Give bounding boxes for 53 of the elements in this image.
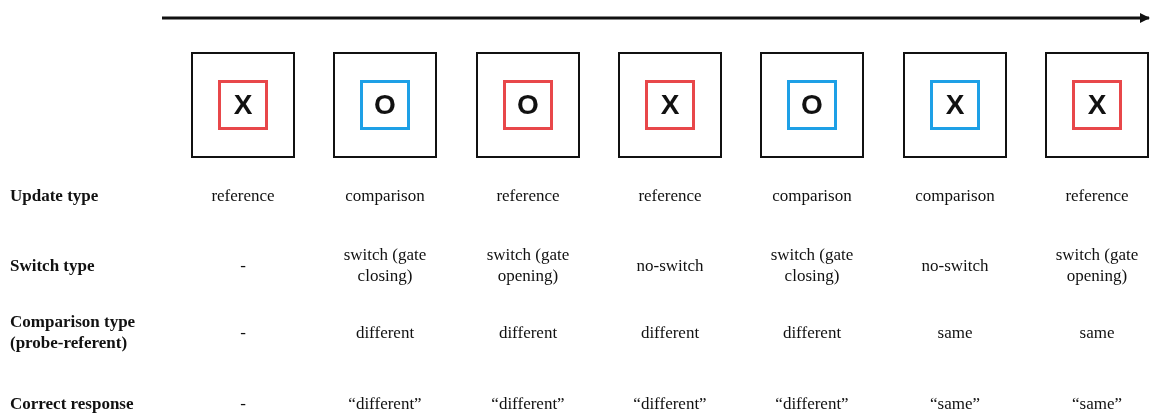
stimulus-square	[218, 80, 268, 130]
stimulus-letter: X	[660, 89, 680, 121]
stimulus-frame	[903, 52, 1007, 158]
table-cell-text: reference	[210, 184, 276, 206]
stimulus-frame	[476, 52, 580, 158]
stimulus-square	[1072, 80, 1122, 130]
table-cell-text: reference	[495, 184, 561, 206]
table-cell-text: “different”	[774, 392, 850, 414]
stimulus-frame	[760, 52, 864, 158]
table-cell-text: switch (gate closing)	[342, 244, 428, 286]
table-cell-text: “different”	[347, 392, 423, 414]
table-cell-text: switch (gate closing)	[769, 244, 855, 286]
stimulus-letter: O	[374, 89, 396, 121]
table-cell-text: switch (gate opening)	[1054, 244, 1140, 286]
table-cell-text: comparison	[771, 184, 853, 206]
table-cell-text: “different”	[632, 392, 708, 414]
table-cell-text: comparison	[914, 184, 996, 206]
table-cell-text: different	[354, 321, 416, 343]
table-cell-text: reference	[1064, 184, 1130, 206]
table-cell-text: different	[639, 321, 701, 343]
table-cell-text: -	[239, 321, 247, 343]
table-cell-text: same	[1078, 321, 1116, 343]
stimulus-letter: X	[1087, 89, 1107, 121]
stimulus-square	[503, 80, 553, 130]
stimulus-frame	[1045, 52, 1149, 158]
table-cell-text: same	[936, 321, 974, 343]
table-cell-text: different	[497, 321, 559, 343]
table-cell-text: no-switch	[635, 254, 705, 276]
table-cell-text: “different”	[490, 392, 566, 414]
table-cell-text: “same”	[1071, 392, 1123, 414]
table-cell-text: -	[239, 392, 247, 414]
table-cell-text: different	[781, 321, 843, 343]
table-cell-text: comparison	[344, 184, 426, 206]
stimulus-frame	[618, 52, 722, 158]
stimulus-frame	[333, 52, 437, 158]
stimulus-letter: O	[517, 89, 539, 121]
stimulus-letter: X	[233, 89, 253, 121]
row-header: Correct response	[10, 392, 135, 414]
table-cell-text: “same”	[929, 392, 981, 414]
row-header: Update type	[10, 184, 100, 206]
stimulus-square	[930, 80, 980, 130]
stimulus-letter: O	[801, 89, 823, 121]
stimulus-square	[787, 80, 837, 130]
table-cell-text: switch (gate opening)	[485, 244, 571, 286]
stimulus-frame	[191, 52, 295, 158]
row-header: Switch type	[10, 254, 96, 276]
table-cell-text: no-switch	[920, 254, 990, 276]
stimulus-square	[645, 80, 695, 130]
stimulus-square	[360, 80, 410, 130]
stimulus-letter: X	[945, 89, 965, 121]
table-cell-text: -	[239, 254, 247, 276]
row-header: Comparison type (probe-referent)	[10, 311, 137, 353]
table-cell-text: reference	[637, 184, 703, 206]
